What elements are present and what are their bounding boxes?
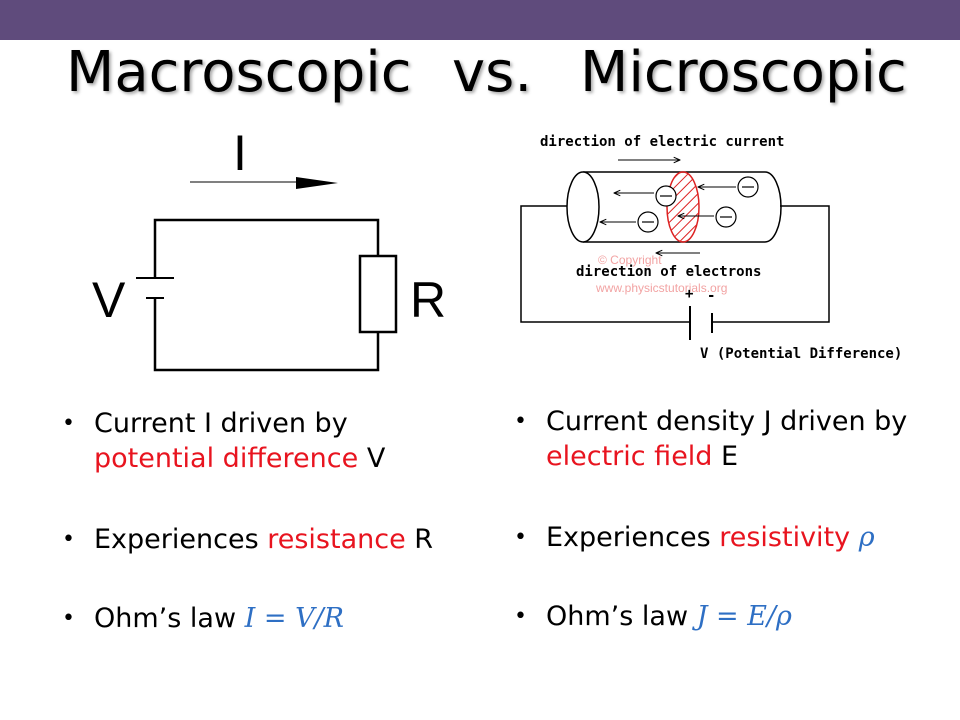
bullet-text: R bbox=[405, 524, 434, 555]
bullet-text: E bbox=[712, 441, 739, 472]
watermark-site: www.physicstutorials.org bbox=[595, 281, 727, 295]
electron-direction-label: direction of electrons bbox=[576, 264, 761, 280]
electrons bbox=[637, 176, 759, 233]
bullet-text: Current density J driven by bbox=[546, 406, 908, 437]
bullet-text: Ohm’s law bbox=[546, 601, 697, 632]
right-microscopic-diagram: direction of electric current bbox=[520, 134, 902, 362]
resistance-label: R bbox=[410, 272, 446, 328]
slide-title: Macroscopic vs. Microscopic bbox=[0, 40, 960, 110]
title-microscopic: Microscopic bbox=[580, 40, 907, 105]
bullet-text: Current I driven by bbox=[94, 408, 348, 439]
highlight-electric-field: electric field bbox=[546, 441, 713, 472]
resistor-symbol bbox=[358, 254, 398, 334]
bullet-text: Experiences bbox=[94, 524, 268, 555]
circuit-wire-bottom bbox=[153, 298, 380, 372]
potential-difference-label: V (Potential Difference) bbox=[700, 346, 902, 362]
bullet-text: Ohm’s law bbox=[94, 603, 245, 634]
highlight-resistivity: resistivity bbox=[719, 522, 851, 553]
diagrams-canvas: I V R direction of electric current bbox=[92, 125, 902, 372]
current-arrow-head bbox=[296, 177, 338, 189]
highlight-resistance: resistance bbox=[267, 524, 406, 555]
battery-plus-label: + bbox=[685, 286, 693, 302]
top-accent-bar bbox=[0, 0, 960, 40]
circuit-wire-top bbox=[153, 218, 380, 278]
voltage-label: V bbox=[92, 272, 126, 328]
ohms-law-formula: I = V/R bbox=[244, 603, 344, 634]
watermark-copyright: © Copyright bbox=[598, 253, 662, 267]
electron-motion-arrows bbox=[600, 187, 736, 253]
microscopic-bullets: Current density J driven by electric fie… bbox=[514, 404, 934, 634]
left-circuit: I V R bbox=[92, 125, 446, 372]
current-label: I bbox=[233, 125, 247, 181]
battery-minus-label: - bbox=[707, 288, 715, 304]
bullet-ohms-law: Ohm’s law I = V/R bbox=[62, 601, 472, 636]
title-macroscopic: Macroscopic bbox=[66, 40, 412, 105]
bullet-text: Experiences bbox=[546, 522, 720, 553]
conductor-cylinder-body bbox=[583, 171, 765, 243]
bullet-resistivity: Experiences resistivity ρ bbox=[514, 520, 934, 555]
conductor-left-end bbox=[566, 171, 600, 243]
conductor-right-end bbox=[764, 171, 782, 243]
wire-right bbox=[712, 205, 830, 323]
rho-symbol: ρ bbox=[850, 522, 875, 553]
bullet-ohms-law-micro: Ohm’s law J = E/ρ bbox=[514, 599, 934, 634]
bullet-resistance: Experiences resistance R bbox=[62, 522, 472, 557]
title-vs: vs. bbox=[452, 40, 533, 105]
wire-left bbox=[520, 205, 690, 323]
bullet-current-density: Current density J driven by electric fie… bbox=[514, 404, 934, 474]
cross-section bbox=[666, 171, 700, 243]
bullet-text: V bbox=[358, 443, 386, 474]
ohms-law-micro-formula: J = E/ρ bbox=[696, 601, 792, 632]
highlight-potential-difference: potential difference bbox=[94, 443, 359, 474]
electric-current-label: direction of electric current bbox=[540, 134, 784, 150]
